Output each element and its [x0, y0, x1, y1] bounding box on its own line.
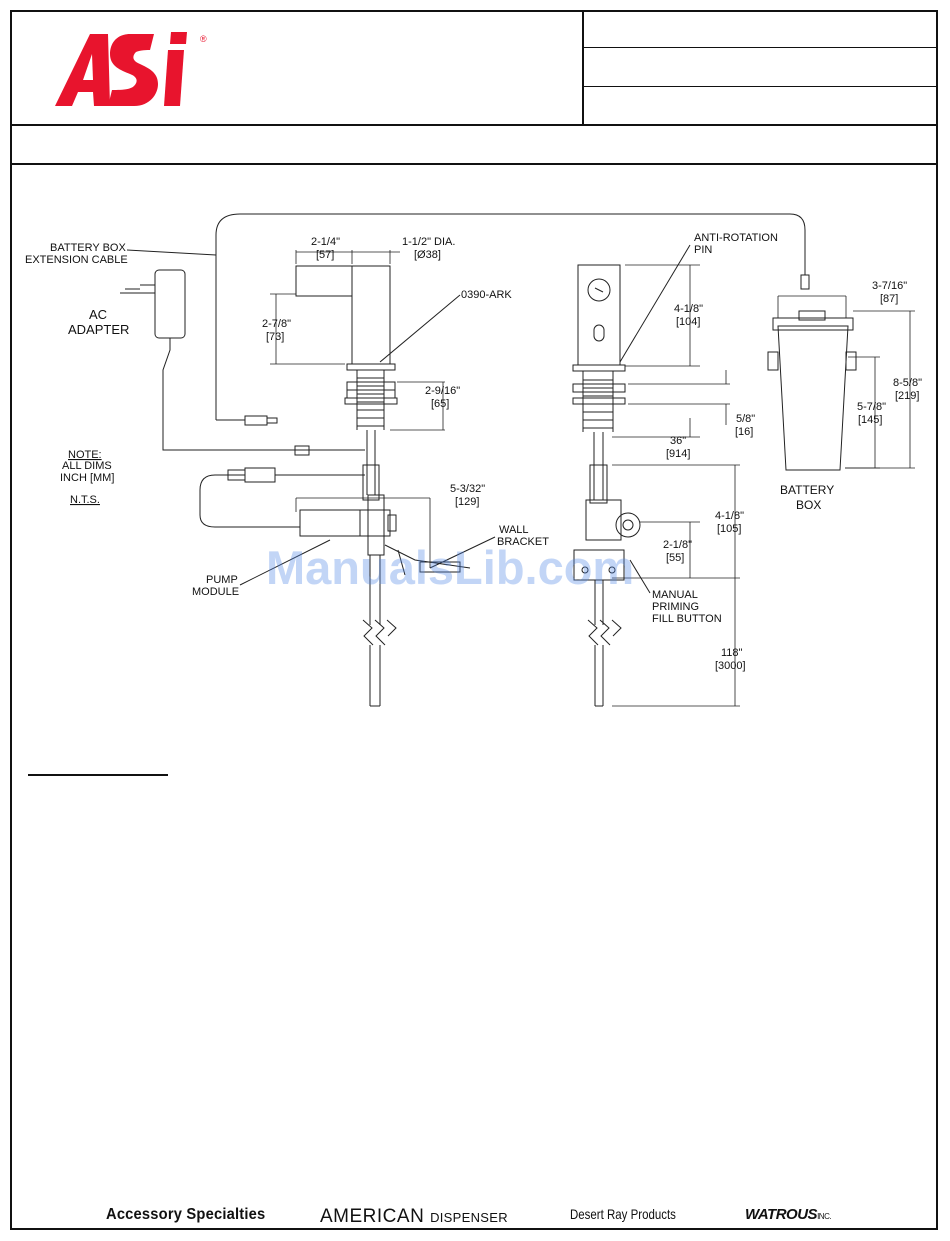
label-wall-2: BRACKET — [497, 536, 549, 548]
note-title: NOTE: — [68, 449, 102, 461]
dim-2-9-16-inch: 2-9/16" — [425, 385, 460, 397]
label-battery-box-ext-2: EXTENSION CABLE — [25, 254, 128, 266]
dim-3-7-16-inch: 3-7/16" — [872, 280, 907, 292]
dim-1-1-2-mm: [Ø38] — [414, 249, 441, 261]
dim-2-1-8-inch: 2-1/8" — [663, 539, 692, 551]
label-anti-rotation-1: ANTI-ROTATION — [694, 232, 778, 244]
title-row-line-2 — [583, 86, 938, 87]
note-line-3: INCH [MM] — [60, 472, 114, 484]
dim-1-1-2-inch: 1-1/2" DIA. — [402, 236, 455, 248]
footer-brand-watrous-name: WATROUS — [745, 1206, 818, 1223]
label-wall-1: WALL — [499, 524, 529, 536]
label-manual-1: MANUAL — [652, 589, 698, 601]
title-row-line-1 — [583, 47, 938, 48]
dim-2-1-4-mm: [57] — [316, 249, 334, 261]
label-manual-3: FILL BUTTON — [652, 613, 722, 625]
drawing-sheet-border — [10, 10, 938, 1230]
dim-4-1-8-top-inch: 4-1/8" — [674, 303, 703, 315]
dim-5-8-mm: [16] — [735, 426, 753, 438]
label-manual-2: PRIMING — [652, 601, 699, 613]
asi-logo: ® — [55, 32, 207, 106]
dim-5-3-32-mm: [129] — [455, 496, 479, 508]
dim-5-7-8-inch: 5-7/8" — [857, 401, 886, 413]
footer-brand-american: AMERICAN — [320, 1206, 425, 1227]
watermark: ManualsLib.com — [266, 541, 634, 594]
dim-4-1-8-top-mm: [104] — [676, 316, 700, 328]
label-anti-rotation-2: PIN — [694, 244, 712, 256]
dim-5-7-8-mm: [145] — [858, 414, 882, 426]
label-battery-box-ext-1: BATTERY BOX — [50, 242, 126, 254]
dim-2-1-4-inch: 2-1/4" — [311, 236, 340, 248]
footer-brand-watrous-inc: INC. — [817, 1212, 832, 1221]
dim-8-5-8-inch: 8-5/8" — [893, 377, 922, 389]
label-model: 0390-ARK — [461, 289, 512, 301]
label-pump-2: MODULE — [192, 586, 239, 598]
footer-brand-dispenser: DISPENSER — [430, 1210, 508, 1225]
dim-2-7-8-mm: [73] — [266, 331, 284, 343]
nts-label: N.T.S. — [70, 494, 100, 506]
dim-118-mm: [3000] — [715, 660, 746, 672]
dim-36-mm: [914] — [666, 448, 690, 460]
label-ac-2: ADAPTER — [68, 322, 129, 337]
dim-8-5-8-mm: [219] — [895, 390, 919, 402]
footer-brand-american-dispenser: AMERICAN DISPENSER — [320, 1206, 508, 1228]
footer-brand-watrous: WATROUSINC. — [745, 1206, 832, 1223]
registered-mark: ® — [200, 34, 207, 44]
dim-5-8-inch: 5/8" — [736, 413, 755, 425]
dim-5-3-32-inch: 5-3/32" — [450, 483, 485, 495]
label-battery-box-2: BOX — [796, 498, 821, 512]
title-block-bottom-line — [10, 124, 938, 126]
dim-4-1-8-mid-inch: 4-1/8" — [715, 510, 744, 522]
subtitle-bottom-line — [10, 163, 938, 165]
note-line-2: ALL DIMS — [62, 460, 112, 472]
dim-4-1-8-mid-mm: [105] — [717, 523, 741, 535]
dim-2-7-8-inch: 2-7/8" — [262, 318, 291, 330]
dim-2-9-16-mm: [65] — [431, 398, 449, 410]
dim-36-inch: 36" — [670, 435, 686, 447]
dim-118-inch: 118" — [721, 647, 743, 659]
dim-3-7-16-mm: [87] — [880, 293, 898, 305]
dim-2-1-8-mm: [55] — [666, 552, 684, 564]
label-battery-box-1: BATTERY — [780, 483, 834, 497]
footer-brand-desert-ray: Desert Ray Products — [570, 1206, 676, 1222]
label-ac-1: AC — [89, 307, 107, 322]
label-pump-1: PUMP — [206, 574, 238, 586]
footer-brand-accessory-specialties: Accessory Specialties — [106, 1206, 266, 1223]
title-block-divider — [582, 10, 584, 126]
